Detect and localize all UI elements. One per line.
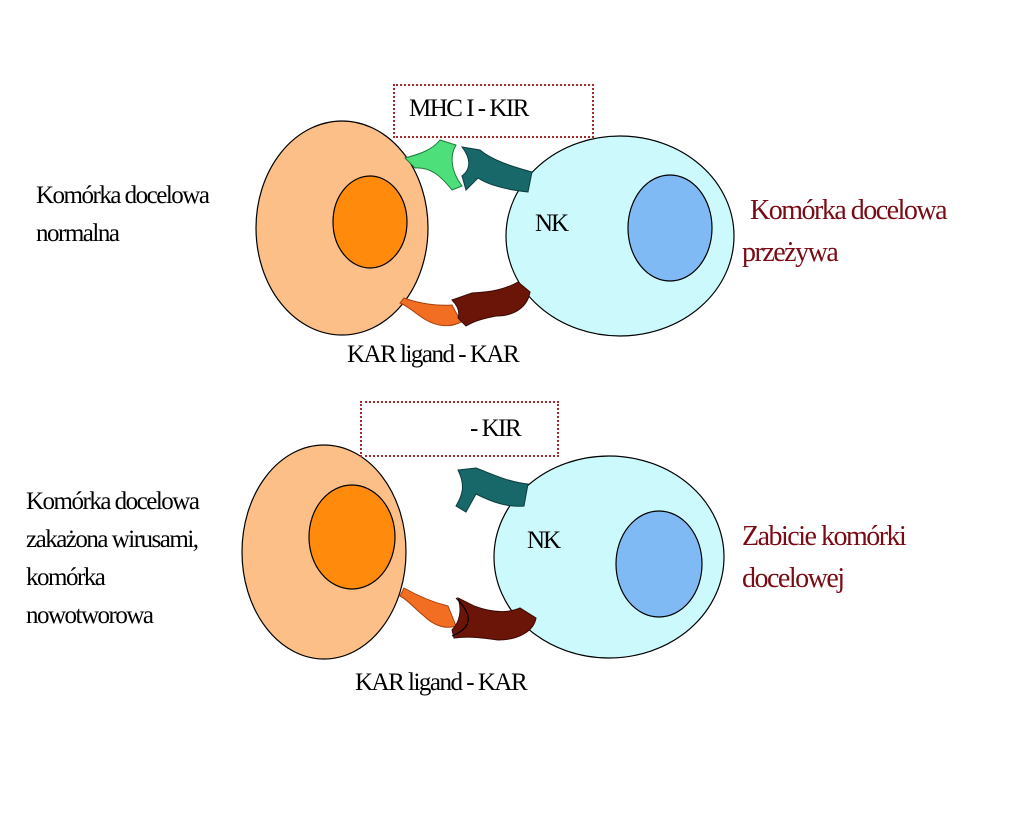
infected-cell-label: Komórka docelowa zakażona wirusami, komó…	[26, 483, 200, 635]
kar-ligand	[399, 297, 462, 327]
nk-cell-nucleus	[615, 510, 703, 618]
target-cell-label-line-2: normalna	[36, 220, 120, 247]
kir-box: - KIR	[360, 401, 559, 457]
infected-cell-label-line-4: nowotworowa	[26, 602, 154, 629]
target-cell-nucleus	[308, 484, 396, 590]
kar-bottom-label: KAR ligand - KAR	[355, 669, 528, 696]
nk-cell-nucleus	[627, 174, 713, 282]
nk-label: NK	[527, 527, 561, 554]
kar-receptor	[451, 597, 537, 641]
target-cell-nucleus	[332, 175, 408, 269]
top-panel-graphics	[255, 120, 735, 337]
kar-bottom-label: KAR ligand - KAR	[347, 341, 520, 368]
outcome-line-2: docelowej	[742, 563, 845, 594]
kar-ligand	[399, 587, 457, 628]
infected-cell-label-line-2: zakażona wirusami,	[26, 526, 199, 553]
bottom-panel-graphics	[241, 444, 725, 660]
target-cell-label-line-1: Komórka docelowa	[36, 182, 210, 209]
mhc-kir-label: MHC I - KIR	[409, 95, 529, 122]
nk-label: NK	[535, 210, 569, 237]
outcome-line-1: Komórka docelowa	[750, 195, 948, 226]
mhc-kir-box: MHC I - KIR	[393, 84, 594, 138]
infected-cell-label-line-3: komórka	[26, 564, 106, 591]
kir-receptor	[460, 146, 533, 193]
outcome-line-2: przeżywa	[742, 237, 839, 268]
kar-outline	[451, 597, 469, 637]
outcome-killed: Zabicie komórki docelowej	[742, 516, 907, 600]
kir-label: - KIR	[470, 415, 522, 442]
outcome-line-1: Zabicie komórki	[742, 521, 907, 552]
target-cell-label: Komórka docelowa normalna	[36, 177, 210, 253]
mhc-i-receptor	[404, 139, 463, 191]
kir-receptor	[455, 467, 529, 513]
outcome-survives: Komórka docelowa przeżywa	[742, 190, 948, 274]
kar-receptor	[451, 281, 531, 327]
infected-cell-label-line-1: Komórka docelowa	[26, 488, 200, 515]
